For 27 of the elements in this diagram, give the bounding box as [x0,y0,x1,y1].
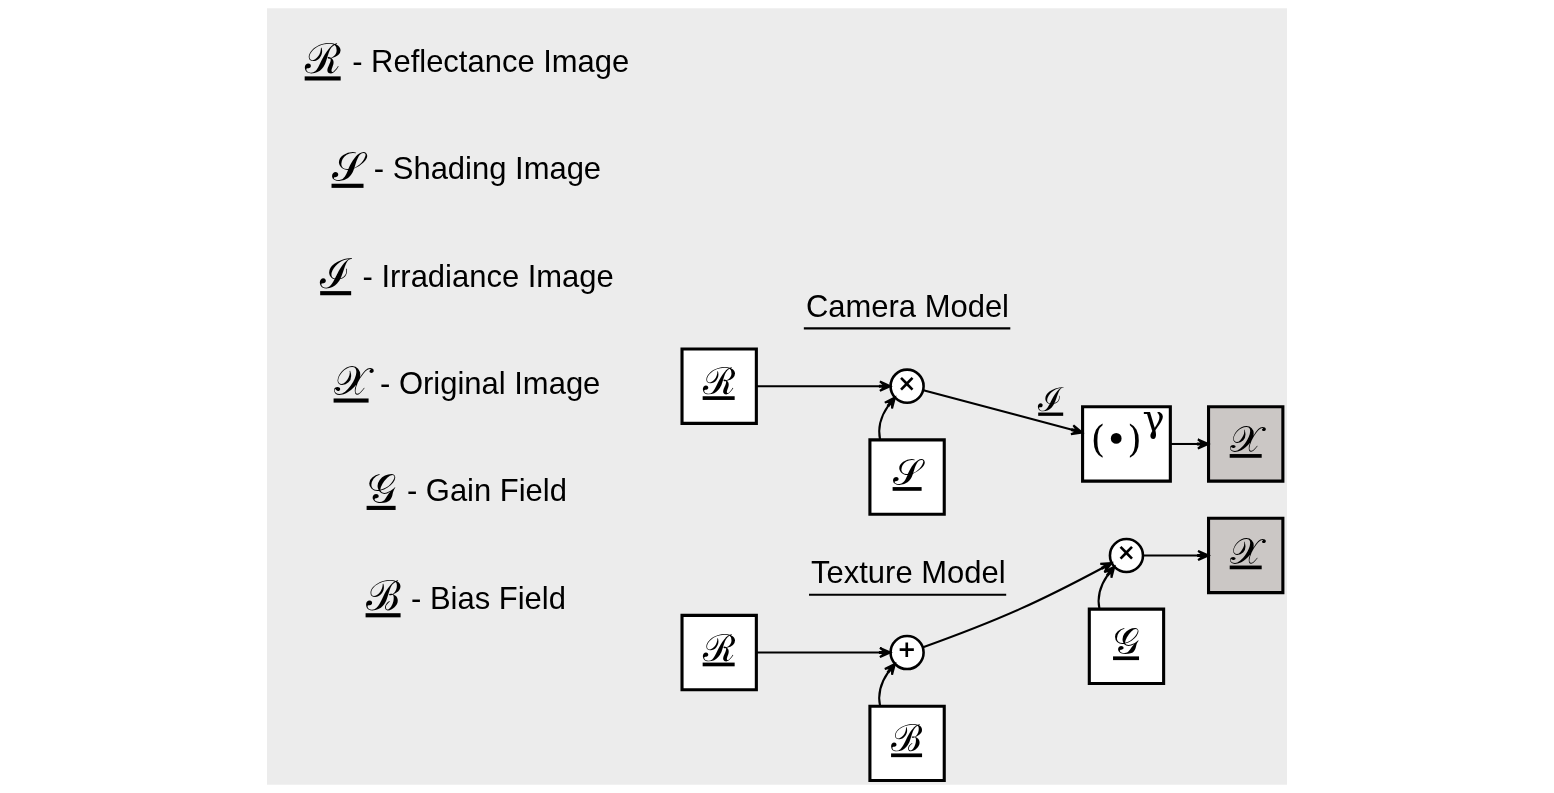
node-box: 𝒢 [1087,607,1166,686]
arrow [1097,565,1116,610]
label: 𝒳 - Original Image [333,357,601,406]
node-circle: × [1108,537,1145,574]
label: ℬ - Bias Field [365,572,566,621]
edge-label: ℐ [1038,379,1064,419]
node-box: 𝒮 [868,438,946,516]
label: Camera Model [805,289,1010,325]
arrow [756,646,892,659]
node-circle: + [889,634,925,671]
arrow [923,389,1084,436]
label: 𝒮 - Shading Image [331,142,602,191]
arrow [1170,438,1210,450]
node-box: 𝒳 [1207,516,1285,595]
label: ℐ - Irradiance Image [320,250,614,299]
node-circle: × [889,368,925,404]
node-box: 𝒳 [1207,405,1285,483]
node-box: ℛ [680,613,758,692]
label: Texture Model [811,555,1006,591]
arrow [1143,549,1210,562]
label: ℛ - Reflectance Image [304,35,630,84]
arrow [756,380,892,392]
label: 𝒢 - Gain Field [366,464,567,513]
node-box: ℛ [680,347,758,425]
arrow [878,662,896,707]
arrow [878,396,896,440]
node-box: ℬ [868,704,946,783]
